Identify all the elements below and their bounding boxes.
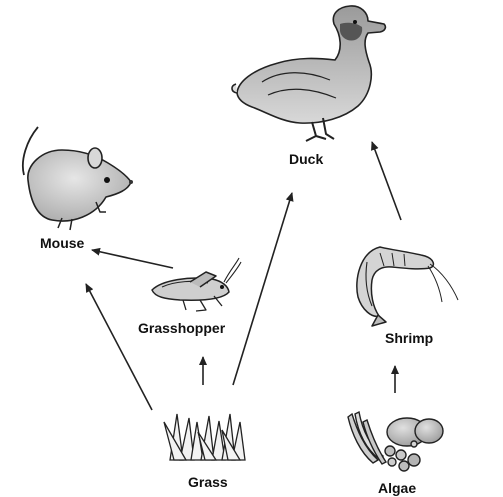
grass-icon [163, 413, 246, 461]
arrow-shrimp-to-duck [371, 141, 402, 221]
arrows [85, 141, 402, 411]
grasshopper-icon [151, 257, 242, 312]
mouse-icon [22, 126, 133, 231]
algae-icon [347, 410, 444, 472]
label-duck: Duck [289, 151, 324, 167]
duck-icon [231, 5, 387, 142]
shrimp-icon [356, 246, 459, 327]
label-grass: Grass [188, 474, 228, 490]
label-grasshopper: Grasshopper [138, 320, 226, 336]
arrow-grass-to-duck [232, 192, 294, 386]
label-algae: Algae [378, 480, 417, 496]
arrow-grasshopper-to-mouse [91, 247, 174, 269]
label-shrimp: Shrimp [385, 330, 434, 346]
arrow-grass-to-mouse [85, 283, 153, 411]
label-mouse: Mouse [40, 235, 85, 251]
